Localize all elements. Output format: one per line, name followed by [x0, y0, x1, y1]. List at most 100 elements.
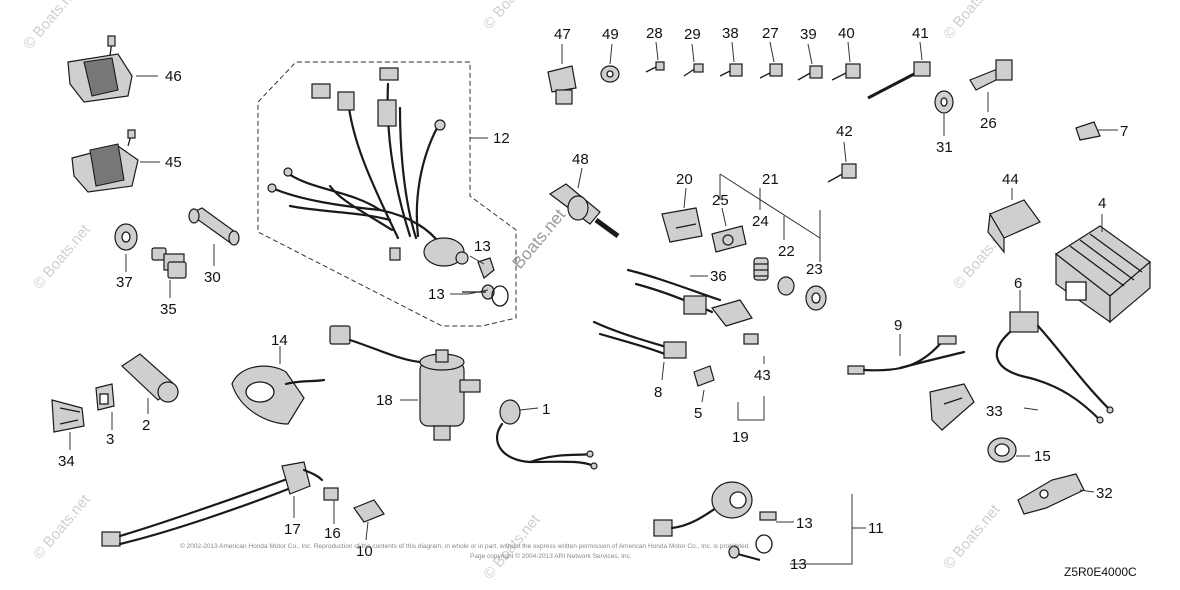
callout-37: 37: [116, 274, 133, 291]
part-solenoid-18: [329, 325, 481, 441]
callout-4: 4: [1098, 195, 1106, 212]
callout-34: 34: [58, 453, 75, 470]
callout-49: 49: [602, 26, 619, 43]
callout-10: 10: [356, 543, 373, 560]
callout-18: 18: [376, 392, 393, 409]
part-nut-49: [600, 65, 620, 83]
callout-17: 17: [284, 521, 301, 538]
callout-1: 1: [542, 401, 550, 418]
part-connector-16: [323, 487, 339, 501]
callout-labels: 46 45 37 35 30 12 13 13 14 18 1 2 3 34 1…: [58, 25, 1128, 573]
callout-22: 22: [778, 243, 795, 260]
part-switch-25: [711, 225, 747, 253]
callout-5: 5: [694, 405, 702, 422]
part-clamp-34: [51, 399, 85, 433]
part-spring-24: [753, 257, 769, 281]
callout-45: 45: [165, 154, 182, 171]
callout-6: 6: [1014, 275, 1022, 292]
callout-13: 13: [790, 556, 807, 573]
part-harness-9: [847, 335, 966, 375]
callout-15: 15: [1034, 448, 1051, 465]
part-clamp-15: [987, 437, 1017, 463]
part-bolt-41: [867, 61, 931, 100]
callout-13: 13: [796, 515, 813, 532]
part-connector-44: [987, 199, 1041, 254]
callout-8: 8: [654, 384, 662, 401]
part-screw-27: [759, 63, 783, 79]
part-sleeve-2: [121, 353, 179, 403]
part-knob-47: [547, 65, 577, 105]
callout-7: 7: [1120, 123, 1128, 140]
callout-29: 29: [684, 26, 701, 43]
part-harness-12: [267, 67, 469, 267]
copyright-line-2: Page copyright © 2004-2013 ARI Network S…: [470, 552, 632, 560]
part-screw-28: [645, 61, 665, 73]
watermark: © Boats.net: [940, 501, 1004, 573]
part-clip-3: [95, 383, 115, 411]
watermark: © Boats.net: [30, 221, 94, 293]
part-fitting-30: [188, 207, 240, 246]
part-clamp-33: [929, 383, 975, 431]
callout-42-label: 42: [836, 123, 853, 140]
copyright-line-1: © 2002-2013 American Honda Motor Co., In…: [180, 542, 750, 550]
callout-32: 32: [1096, 485, 1113, 502]
callout-11: 11: [868, 520, 884, 537]
watermark: © Boats.net: [940, 0, 1004, 43]
watermark: © Boats.net: [480, 0, 544, 33]
callout-23: 23: [806, 261, 823, 278]
part-connector-5: [693, 365, 715, 387]
part-harness-19: [626, 268, 759, 345]
part-screw-40: [831, 63, 861, 81]
callout-21: 21: [762, 171, 779, 188]
callout-13: 13: [474, 238, 491, 255]
callout-30: 30: [204, 269, 221, 286]
callout-40: 40: [838, 25, 855, 42]
callout-41-label: 41: [912, 25, 929, 42]
callout-16: 16: [324, 525, 341, 542]
part-connector-7: [1075, 121, 1101, 141]
callout-33: 33: [986, 403, 1003, 420]
callout-20: 20: [676, 171, 693, 188]
callout-31: 31: [936, 139, 953, 156]
callout-24: 24: [752, 213, 769, 230]
callout-9: 9: [894, 317, 902, 334]
part-switch-48: [548, 183, 620, 239]
part-screw-38: [719, 63, 743, 77]
part-connector-10: [353, 499, 385, 523]
part-grommet-23: [805, 285, 827, 311]
part-washer-31: [934, 90, 954, 114]
callout-19: 19: [732, 429, 749, 446]
callout-2: 2: [142, 417, 150, 434]
part-coil-11: [653, 481, 777, 561]
part-bolt-26: [969, 59, 1013, 91]
leader-lines: [69, 41, 1118, 565]
diagram-code: Z5R0E4000C: [1064, 565, 1137, 579]
part-engine-mount-45: [71, 129, 139, 193]
part-cap-13: [462, 257, 509, 307]
callout-48: 48: [572, 151, 589, 168]
callout-43-label: 43: [754, 367, 771, 384]
callout-14: 14: [271, 332, 288, 349]
watermarks: © Boats.net © Boats.net © Boats.net © Bo…: [20, 0, 1014, 583]
part-washer-37: [114, 223, 138, 251]
part-screw-29: [683, 63, 704, 77]
part-collar-22: [777, 276, 795, 296]
callout-36-label: 36: [710, 268, 727, 285]
callout-27: 27: [762, 25, 779, 42]
part-bracket-32: [1017, 473, 1085, 515]
group-outline-12: [257, 61, 517, 327]
watermark-center: Boats.net: [509, 205, 570, 272]
part-harness-6: [995, 311, 1114, 424]
callout-12: 12: [493, 130, 510, 147]
footer-text: © 2002-2013 American Honda Motor Co., In…: [180, 542, 1137, 579]
part-regulator-4: [1054, 225, 1151, 324]
callout-28: 28: [646, 25, 663, 42]
callout-39: 39: [800, 26, 817, 43]
callout-47: 47: [554, 26, 571, 43]
part-bracket-20: [661, 207, 703, 243]
part-sensor-14: [231, 365, 326, 425]
callout-46: 46: [165, 68, 182, 85]
callout-13: 13: [428, 286, 445, 303]
part-harness-17: [101, 461, 324, 547]
